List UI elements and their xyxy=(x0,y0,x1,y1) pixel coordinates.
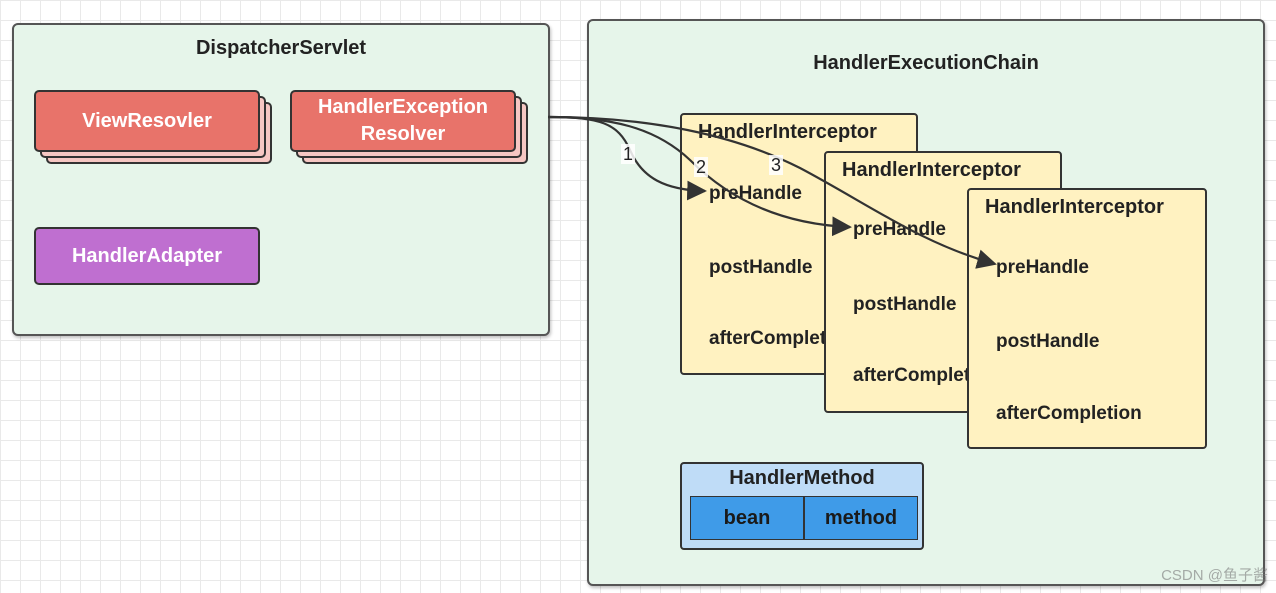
interceptor-2-posthandle: postHandle xyxy=(853,294,957,315)
interceptor-1-posthandle: postHandle xyxy=(709,257,813,278)
exception-resolver-stack: HandlerException Resolver xyxy=(290,90,530,166)
exception-resolver-label-line1: HandlerException xyxy=(317,96,489,118)
interceptor-3-posthandle: postHandle xyxy=(996,331,1100,352)
dispatcher-servlet-container: DispatcherServlet ViewResovler HandlerEx… xyxy=(12,23,550,336)
interceptor-3-prehandle: preHandle xyxy=(996,257,1089,278)
exception-resolver-label: HandlerException Resolver xyxy=(290,90,516,152)
arrow-1-label: 1 xyxy=(621,144,636,164)
view-resolver-label: ViewResovler xyxy=(82,109,212,132)
exception-resolver-label-line2: Resolver xyxy=(360,123,446,145)
interceptor-1-aftercompletion: afterCompletion xyxy=(709,328,855,349)
handler-method-title: HandlerMethod xyxy=(729,467,875,489)
handler-interceptor-3: HandlerInterceptor preHandle postHandle … xyxy=(967,188,1207,449)
interceptor-3-aftercompletion: afterCompletion xyxy=(996,403,1142,424)
handler-execution-chain-title: HandlerExecutionChain xyxy=(813,52,1039,74)
watermark: CSDN @鱼子酱 xyxy=(1161,567,1268,584)
handler-method-method-cell: method xyxy=(804,496,918,540)
interceptor-2-title: HandlerInterceptor xyxy=(842,159,1021,181)
view-resolver-layer-front xyxy=(34,90,260,152)
interceptor-2-aftercompletion: afterCompletion xyxy=(853,365,999,386)
exception-resolver-layer-front xyxy=(290,90,516,152)
interceptor-2-prehandle: preHandle xyxy=(853,219,946,240)
interceptor-1-title: HandlerInterceptor xyxy=(698,121,877,143)
view-resolver-stack: ViewResovler xyxy=(34,90,274,166)
interceptor-1-prehandle: preHandle xyxy=(709,183,802,204)
handler-method-box: HandlerMethod bean method xyxy=(680,462,924,550)
handler-method-bean-cell: bean xyxy=(690,496,804,540)
handler-adapter-box: HandlerAdapter xyxy=(34,227,260,285)
arrow-2-label: 2 xyxy=(694,157,709,177)
arrow-3-label: 3 xyxy=(769,155,784,175)
dispatcher-servlet-title: DispatcherServlet xyxy=(195,37,367,59)
interceptor-3-title: HandlerInterceptor xyxy=(985,196,1164,218)
